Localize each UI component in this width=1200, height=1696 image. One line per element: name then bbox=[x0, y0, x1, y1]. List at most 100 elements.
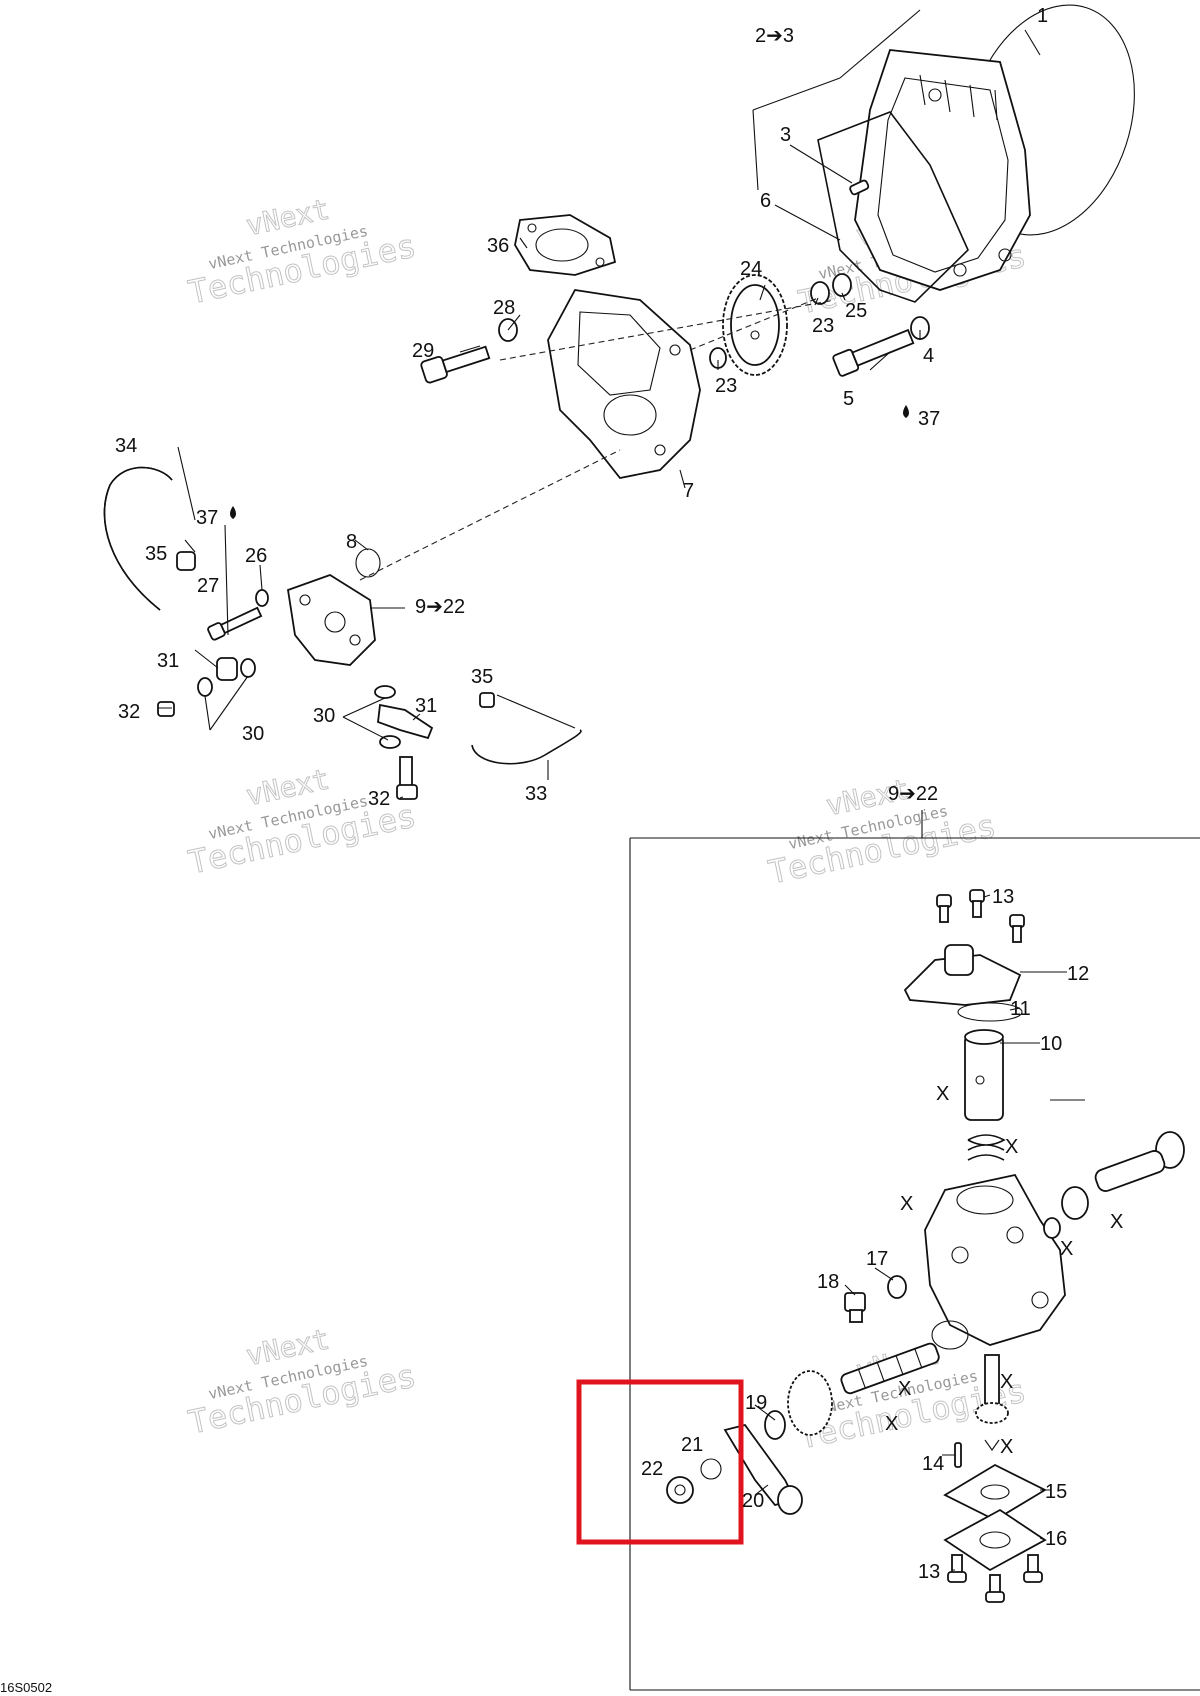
callout-16: 16 bbox=[1045, 1528, 1067, 1550]
callout-35b: 35 bbox=[471, 666, 493, 688]
nut-22 bbox=[666, 1476, 694, 1504]
main-housing bbox=[547, 289, 701, 479]
callout-23a: 23 bbox=[812, 315, 834, 337]
label-x1: X bbox=[936, 1083, 949, 1105]
gasket-plate bbox=[514, 214, 617, 276]
callout-13b: 13 bbox=[918, 1561, 940, 1583]
pump-shaft bbox=[840, 1342, 940, 1395]
banjo-fitting bbox=[216, 657, 238, 681]
washer bbox=[810, 281, 830, 305]
callout-28: 28 bbox=[493, 297, 515, 319]
callout-1: 1 bbox=[1037, 5, 1048, 27]
hose-33 bbox=[471, 729, 582, 765]
callout-31b: 31 bbox=[415, 695, 437, 717]
gear bbox=[722, 274, 788, 376]
washer bbox=[197, 677, 213, 697]
callout-27: 27 bbox=[197, 575, 219, 597]
callout-24: 24 bbox=[740, 258, 762, 280]
label-x2: X bbox=[1005, 1136, 1018, 1158]
screw-13-bottom bbox=[947, 1554, 1043, 1603]
callout-17: 17 bbox=[866, 1248, 888, 1270]
callout-6: 6 bbox=[760, 190, 771, 212]
lower-shaft bbox=[975, 1354, 1009, 1451]
label-x8: X bbox=[1000, 1436, 1013, 1458]
detail-frame bbox=[629, 810, 1200, 1691]
washer-26 bbox=[255, 589, 269, 607]
label-x7: X bbox=[1000, 1371, 1013, 1393]
callout-7: 7 bbox=[683, 480, 694, 502]
bracket-2-3 bbox=[752, 9, 921, 191]
banjo-fitting-2 bbox=[377, 703, 434, 740]
pump-cover-12 bbox=[903, 954, 1022, 1006]
circlip-21 bbox=[700, 1458, 722, 1480]
bolt bbox=[832, 328, 915, 377]
watermark-1: vNext vNext Technologies Technologies bbox=[185, 192, 420, 312]
watermark-5: vNext vNext Technologies Technologies bbox=[185, 1322, 420, 1442]
callout-23b: 23 bbox=[715, 375, 737, 397]
callout-26: 26 bbox=[245, 545, 267, 567]
label-x4: X bbox=[1110, 1211, 1123, 1233]
washer-17 bbox=[887, 1275, 907, 1299]
hose-clamp bbox=[176, 551, 196, 571]
washer bbox=[374, 685, 396, 699]
callout-11: 11 bbox=[1010, 998, 1031, 1020]
screw-27 bbox=[207, 606, 263, 641]
callout-21: 21 bbox=[681, 1434, 703, 1456]
pump-cover bbox=[854, 49, 1031, 291]
check-valve bbox=[1043, 1131, 1185, 1239]
screw-13-group bbox=[936, 889, 1025, 943]
plunger bbox=[964, 1029, 1004, 1121]
watermark-4: vNext vNext Technologies Technologies bbox=[765, 772, 1000, 892]
svg-text:37: 37 bbox=[918, 408, 940, 430]
callout-12: 12 bbox=[1067, 963, 1089, 985]
callout-33: 33 bbox=[525, 783, 547, 805]
callout-4: 4 bbox=[923, 345, 934, 367]
watermark-3: vNext vNext Technologies Technologies bbox=[185, 762, 420, 882]
pin-14 bbox=[954, 1442, 962, 1468]
svg-text:37: 37 bbox=[196, 507, 218, 529]
callout-30a: 30 bbox=[242, 723, 264, 745]
label-x3: X bbox=[900, 1193, 913, 1215]
callout-3: 3 bbox=[780, 124, 791, 146]
oil-drop-icon bbox=[903, 405, 909, 418]
plug-18 bbox=[844, 1292, 866, 1323]
callout-8: 8 bbox=[346, 531, 357, 553]
hose-clamp-2 bbox=[479, 692, 495, 708]
callout-2-3: 2➔3 bbox=[755, 25, 794, 47]
banjo-bolt bbox=[157, 701, 175, 717]
callout-19: 19 bbox=[745, 1392, 767, 1414]
callout-35a: 35 bbox=[145, 543, 167, 565]
washer bbox=[832, 273, 852, 297]
washer-19 bbox=[764, 1410, 786, 1440]
pump-body bbox=[924, 1173, 1066, 1350]
callout-14: 14 bbox=[922, 1453, 944, 1475]
oil-pump bbox=[286, 574, 376, 666]
dowel-pin bbox=[849, 179, 870, 196]
callout-18: 18 bbox=[817, 1271, 839, 1293]
callout-13a: 13 bbox=[992, 886, 1014, 908]
callout-32a: 32 bbox=[118, 701, 140, 723]
callout-31a: 31 bbox=[157, 650, 179, 672]
callout-25: 25 bbox=[845, 300, 867, 322]
callout-36: 36 bbox=[487, 235, 509, 257]
o-ring bbox=[355, 548, 381, 578]
highlight-box bbox=[576, 1379, 744, 1545]
label-x6: X bbox=[898, 1378, 911, 1400]
screw bbox=[420, 345, 491, 384]
callout-5: 5 bbox=[843, 388, 854, 410]
drawing-code: 16S0502 bbox=[0, 1680, 52, 1695]
gasket bbox=[817, 111, 969, 303]
callout-9-22a: 9➔22 bbox=[415, 596, 465, 618]
callout-37a: 37 bbox=[903, 405, 940, 430]
callout-9-22b: 9➔22 bbox=[888, 783, 938, 805]
callout-20: 20 bbox=[742, 1490, 764, 1512]
circlip bbox=[957, 1002, 1023, 1022]
banjo-bolt-2 bbox=[396, 756, 418, 800]
label-x5: X bbox=[1060, 1238, 1073, 1260]
callout-32b: 32 bbox=[368, 788, 390, 810]
label-x9: X bbox=[885, 1413, 898, 1435]
spring bbox=[967, 1134, 1006, 1161]
callout-37b: 37 bbox=[196, 506, 236, 529]
callout-15: 15 bbox=[1045, 1481, 1067, 1503]
